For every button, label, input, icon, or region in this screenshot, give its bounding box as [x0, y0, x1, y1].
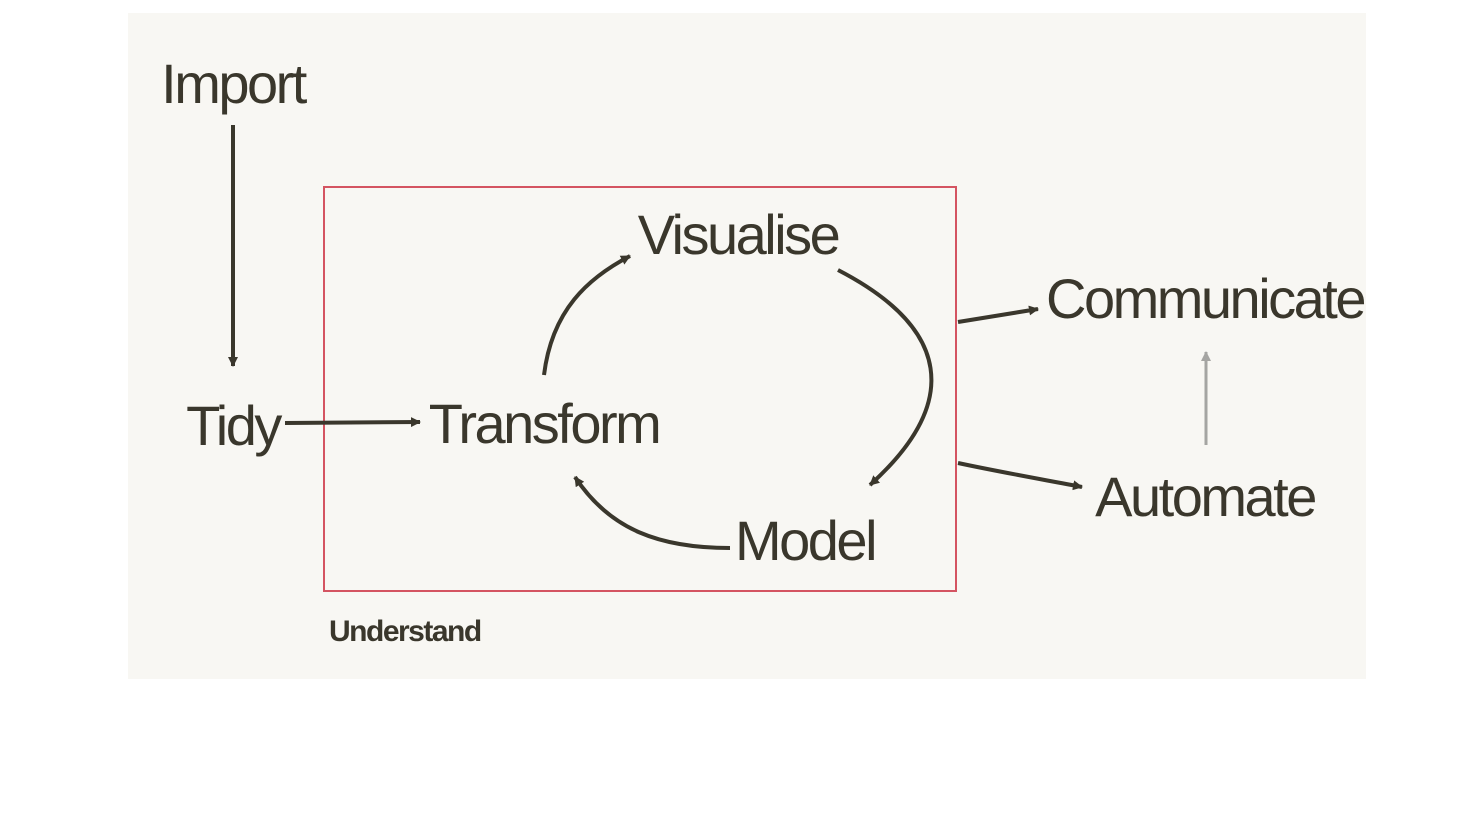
edges	[228, 125, 1211, 550]
edge-understand-to-automate	[957, 461, 1083, 491]
edge-understand-to-communicate	[957, 305, 1039, 324]
understand-group-label: Understand	[329, 615, 481, 648]
node-import: Import	[161, 52, 308, 115]
node-labels: Import Tidy Transform Visualise Model Co…	[161, 52, 1367, 572]
node-automate: Automate	[1095, 465, 1315, 528]
understand-group-box	[323, 186, 957, 592]
node-tidy: Tidy	[186, 394, 282, 457]
edge-model-to-transform	[573, 475, 731, 550]
edge-visualise-to-model	[837, 268, 934, 487]
node-transform: Transform	[429, 392, 660, 455]
node-model: Model	[735, 509, 875, 572]
node-visualise: Visualise	[638, 203, 839, 266]
edge-transform-to-visualise	[542, 254, 631, 376]
diagram-panel	[128, 13, 1366, 679]
node-communicate: Communicate	[1046, 267, 1364, 330]
edge-tidy-to-transform	[284, 417, 421, 428]
